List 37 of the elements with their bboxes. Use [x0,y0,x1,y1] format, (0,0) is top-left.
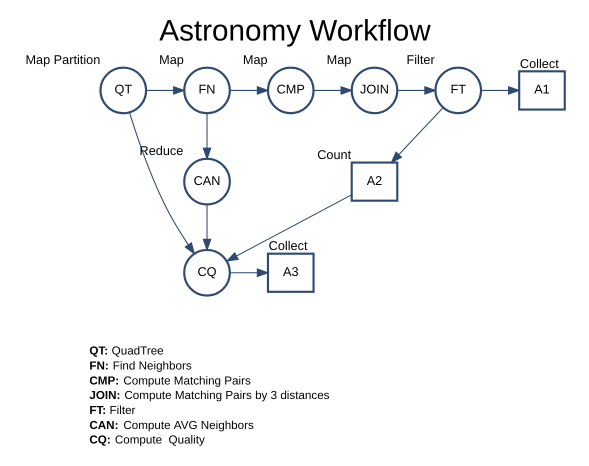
arrow [225,194,352,262]
label: QT: QuadTree [88,344,164,358]
arrow [128,112,195,256]
node-box: A1 [518,70,566,111]
node-circle: QT [98,66,147,114]
label: FT: Filter [88,404,135,418]
arrow [229,268,270,278]
node-label: Map [158,52,184,68]
arrow [202,114,211,160]
node-label: Map [326,52,351,68]
arrow [229,86,270,95]
node-circle: CMP [266,66,314,114]
node-label: Filter [406,52,434,68]
node-circle: FT [434,66,482,114]
label: JOIN: Compute Matching Pairs by 3 distances [88,389,330,402]
node-circle: CQ [182,248,230,297]
node-label: Collect [268,238,308,254]
arrow [480,86,520,95]
arrow [313,86,353,95]
node-label: Count [316,146,351,162]
node-box: A2 [350,161,398,202]
label: CAN: Compute AVG Neighbors [88,418,254,432]
node-circle: CAN [182,158,230,206]
label: CQ: Compute Quality [88,434,204,447]
arrow [396,86,437,95]
arrow [202,204,211,252]
node-label: Collect [519,56,558,71]
node-label: Map Partition [24,52,100,68]
node-circle: FN [182,66,230,114]
label: CMP: Compute Matching Pairs [88,374,250,388]
node-box: A3 [266,252,314,293]
node-circle: JOIN [350,66,398,114]
arrow [390,107,443,164]
arrow [146,86,186,95]
label: FN: Find Neighbors [88,360,192,373]
diagram-title: Astronomy Workflow [158,14,430,48]
node-label: Map [242,52,268,68]
